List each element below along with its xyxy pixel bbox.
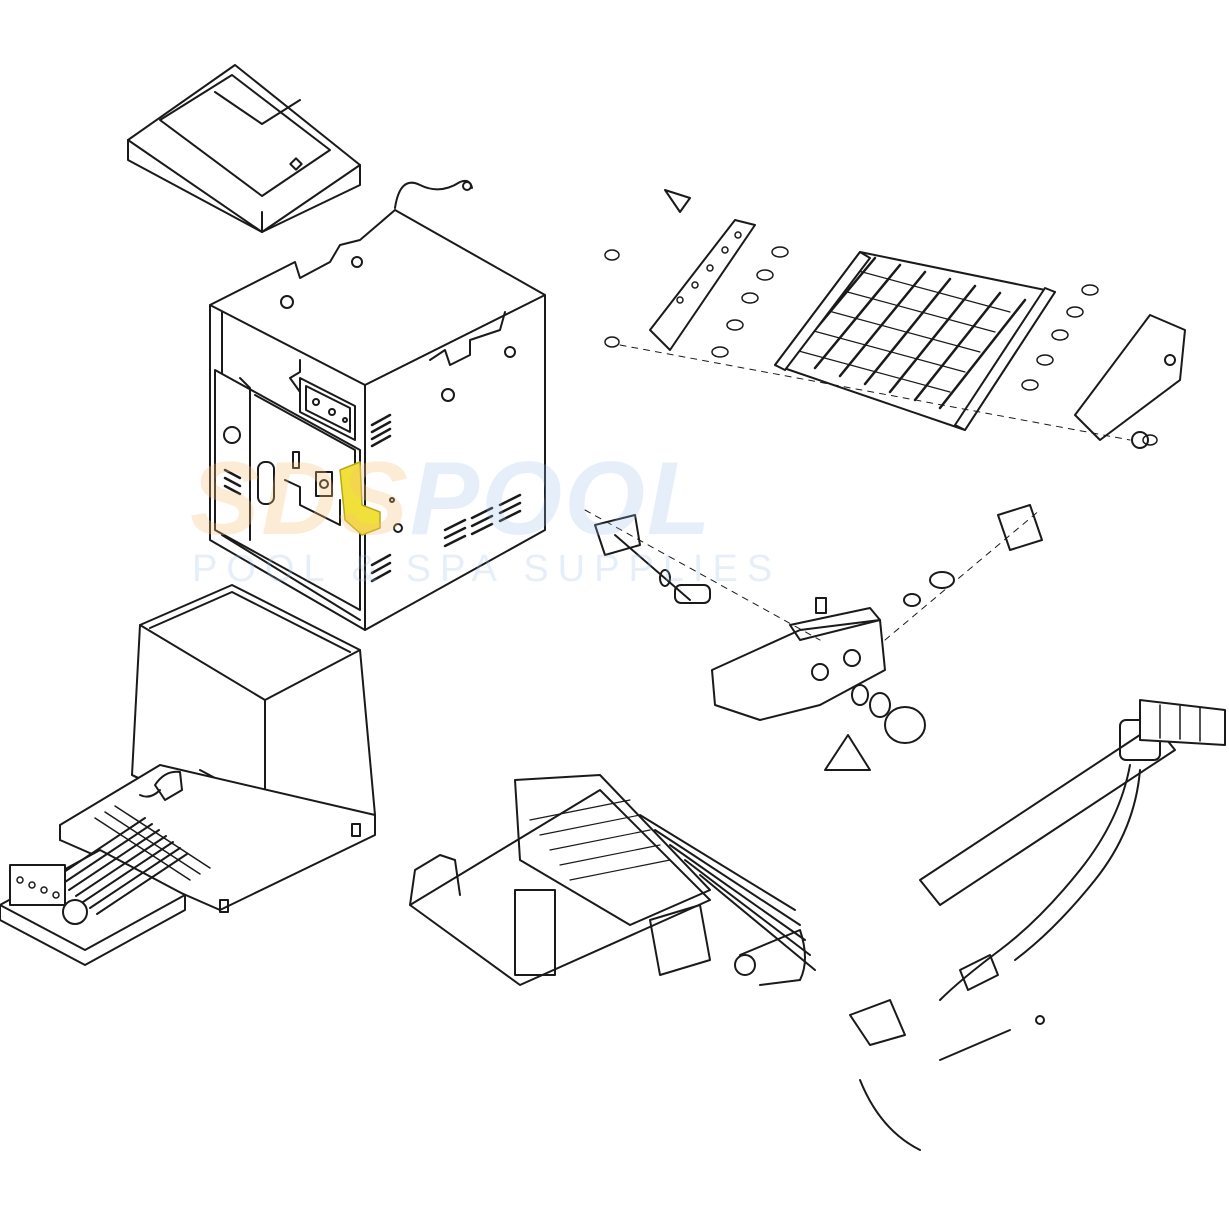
highlighted-bracket-part [339,461,381,536]
burner-tray-part [409,774,711,986]
cabinet-housing-part [209,209,546,631]
heat-exchanger-part [604,189,1186,449]
burner-manifold-part [639,814,816,986]
gas-valve-part [584,504,1043,771]
pilot-thermocouple-part [849,699,1226,1151]
burner-tubes-part [0,817,188,966]
top-cover-part [127,64,361,233]
